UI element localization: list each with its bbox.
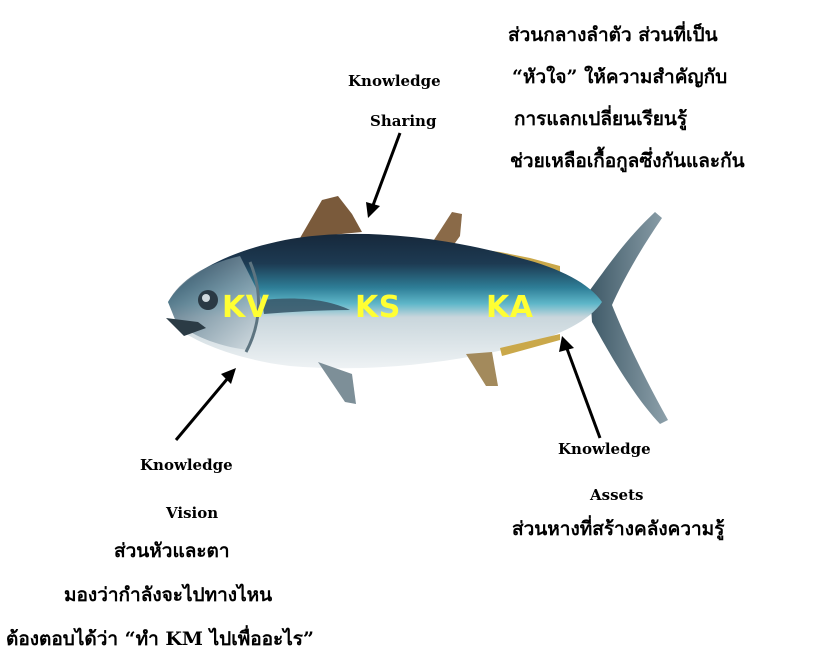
assets-desc-line1: ส่วนหางที่สร้างคลังความรู้ <box>512 514 724 544</box>
assets-title-line1: Knowledge <box>558 440 651 458</box>
sharing-desc-line3: การแลกเปลี่ยนเรียนรู้ <box>514 104 687 134</box>
vision-desc-line3: ต้องตอบได้ว่า “ทำ KM ไปเพื่ออะไร” <box>6 624 314 654</box>
arrow-to-sharing <box>366 133 400 218</box>
sharing-desc-line4: ช่วยเหลือเกื้อกูลซึ่งกันและกัน <box>510 146 745 176</box>
arrow-to-vision <box>176 368 236 440</box>
sharing-title-line1: Knowledge <box>348 72 441 90</box>
anal-fin <box>466 352 498 386</box>
vision-desc-line2: มองว่ากำลังจะไปทางไหน <box>64 580 272 610</box>
tag-ks: KS <box>355 290 401 325</box>
arrow-to-assets <box>559 336 600 438</box>
vision-title-line2: Vision <box>166 504 218 522</box>
vision-title-line1: Knowledge <box>140 456 233 474</box>
sharing-desc-line2: “หัวใจ” ให้ความสำคัญกับ <box>512 62 727 92</box>
pelvic-fin <box>318 362 356 404</box>
tail-fin <box>590 212 668 424</box>
first-dorsal-fin <box>300 196 362 238</box>
vision-desc-line1: ส่วนหัวและตา <box>114 536 230 566</box>
sharing-desc-line1: ส่วนกลางลำตัว ส่วนที่เป็น <box>508 20 718 50</box>
tag-kv: KV <box>222 290 269 325</box>
tag-ka: KA <box>486 290 533 325</box>
assets-title-line2: Assets <box>590 486 643 504</box>
sharing-title-line2: Sharing <box>370 112 436 130</box>
